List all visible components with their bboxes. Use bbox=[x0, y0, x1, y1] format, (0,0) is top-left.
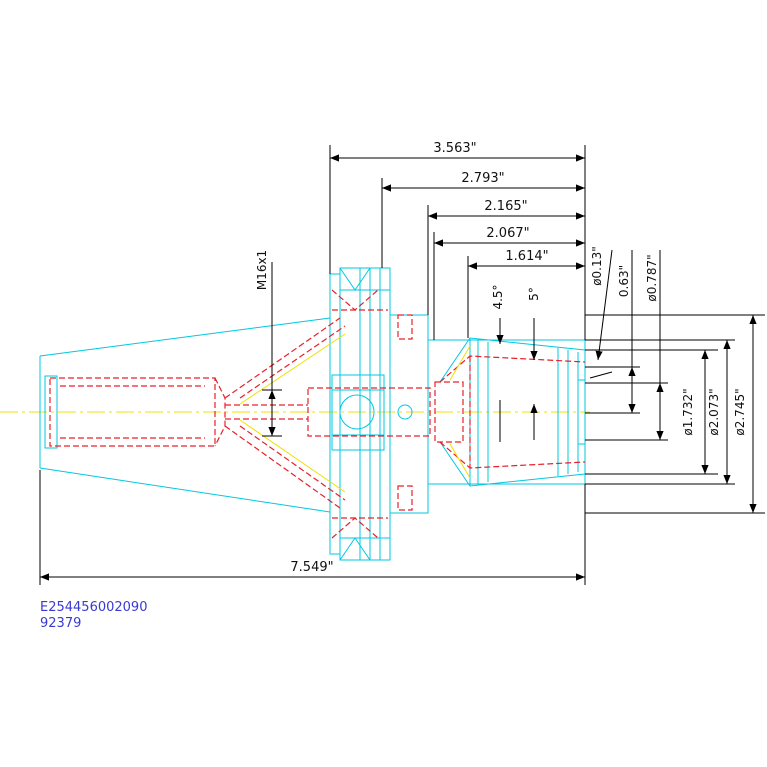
part-code: E254456002090 bbox=[40, 600, 148, 615]
dim-063: 0.63" bbox=[617, 265, 631, 297]
dim-dia-013: ø0.13" bbox=[590, 246, 604, 286]
inner-guides bbox=[239, 333, 471, 493]
dim-2067: 2.067" bbox=[486, 226, 529, 241]
dim-angle-4-5: 4.5° bbox=[491, 284, 505, 309]
dim-3563: 3.563" bbox=[433, 141, 476, 156]
dim-dia-2745: ø2.745" bbox=[733, 388, 747, 435]
dim-dia-1732: ø1.732" bbox=[681, 388, 695, 435]
part-number: 92379 bbox=[40, 616, 82, 631]
dim-2165: 2.165" bbox=[484, 199, 527, 214]
dim-dia-2073: ø2.073" bbox=[707, 388, 721, 435]
dim-angle-5: 5° bbox=[527, 287, 541, 301]
dim-dia-0787: ø0.787" bbox=[645, 254, 659, 301]
dim-1614: 1.614" bbox=[505, 249, 548, 264]
holder-outline bbox=[39, 267, 586, 561]
dim-thread: M16x1 bbox=[255, 250, 269, 290]
dim-2793: 2.793" bbox=[461, 171, 504, 186]
hidden-lines bbox=[49, 289, 586, 539]
dimension-lines bbox=[39, 145, 765, 585]
dim-7549: 7.549" bbox=[290, 560, 333, 575]
